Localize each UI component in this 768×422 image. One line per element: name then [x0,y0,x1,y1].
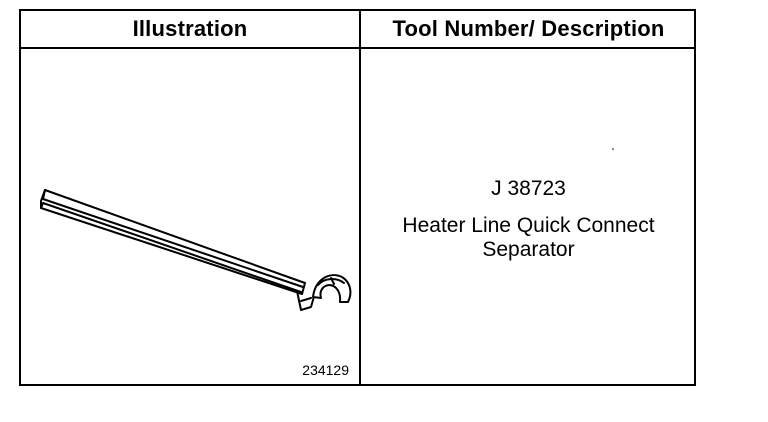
scan-speck [612,148,614,150]
description-cell: J 38723 Heater Line Quick Connect Separa… [361,49,696,384]
illustration-cell: 234129 [21,49,359,384]
tool-number: J 38723 [491,177,566,200]
tool-description-line-1: Heater Line Quick Connect [402,214,655,237]
header-illustration: Illustration [132,16,248,41]
header-tool-number-description: Tool Number/ Description [392,16,665,41]
column-divider [359,11,361,384]
figure-number: 234129 [302,362,349,378]
tool-table: Illustration Tool Number/ Description 23… [19,9,696,386]
spring-lock-separator-tool-icon [40,189,352,311]
tool-description-line-2: Separator [482,238,575,261]
tool-description: Heater Line Quick Connect Separator [361,214,696,262]
table-header-row: Illustration Tool Number/ Description [21,11,694,49]
